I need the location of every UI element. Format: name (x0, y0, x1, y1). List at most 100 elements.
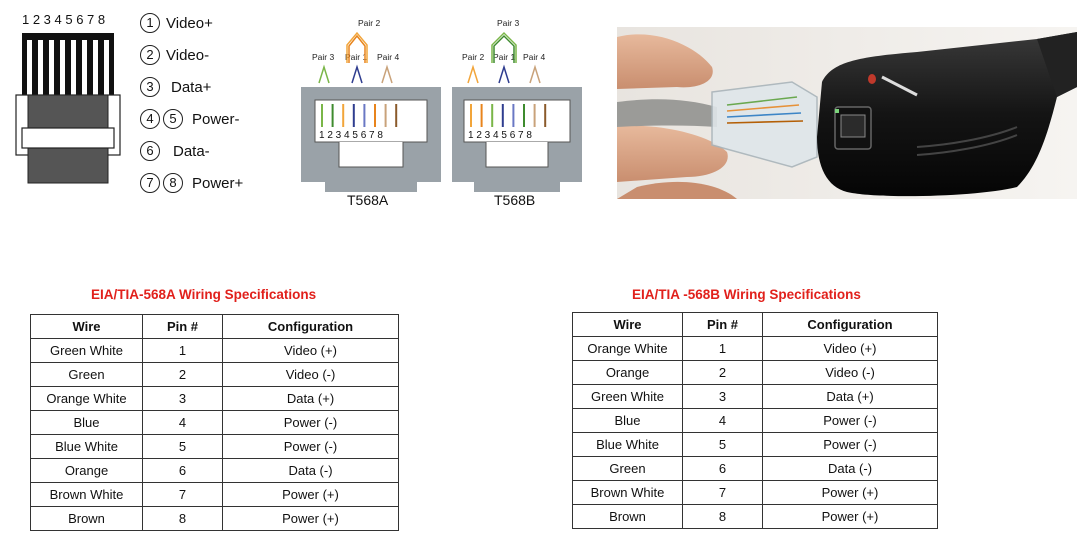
config-cell: Data (+) (222, 386, 399, 411)
pin-circle: 8 (163, 173, 183, 193)
pair-wire (351, 64, 363, 84)
pair-wire (529, 64, 541, 84)
wire-cell: Green White (30, 338, 143, 363)
jack-latch-slot (338, 142, 404, 168)
pair-wire (346, 31, 368, 63)
plug-contact-block (22, 33, 114, 97)
column-header: Wire (572, 312, 683, 337)
legend-label: Video- (166, 46, 210, 64)
pin-cell: 8 (682, 504, 763, 529)
pin-cell: 1 (142, 338, 223, 363)
config-cell: Data (-) (222, 458, 399, 483)
t568a-jack-diagram: Pair 2 Pair 3 Pair 1 Pair 4 1 2 3 4 5 6 … (295, 5, 455, 210)
pin-cell: 1 (682, 336, 763, 361)
column-header: Configuration (762, 312, 938, 337)
legend-row: 4 5 Power- (140, 107, 240, 131)
pin-cell: 3 (682, 384, 763, 409)
wire-cell: Orange White (572, 336, 683, 361)
wire-cell: Green (572, 456, 683, 481)
standard-label: T568A (347, 192, 389, 208)
pin-cell: 2 (682, 360, 763, 385)
wire-cell: Orange (572, 360, 683, 385)
t568b-jack-diagram: Pair 3 Pair 2 Pair 1 Pair 4 1 2 3 4 5 6 … (448, 5, 608, 210)
pair-wire (467, 64, 479, 84)
pin-cell: 7 (142, 482, 223, 507)
wire-cell: Blue (30, 410, 143, 435)
legend-label: Power+ (192, 174, 244, 192)
pair-label: Pair 2 (462, 52, 484, 62)
pin-cell: 3 (142, 386, 223, 411)
legend-label: Power- (192, 110, 240, 128)
jack-wires (470, 104, 547, 127)
pin-circle: 2 (140, 45, 160, 65)
table-a-title: EIA/TIA-568A Wiring Specifications (91, 287, 317, 302)
top-pair-label: Pair 2 (358, 18, 380, 28)
pin-cell: 5 (682, 432, 763, 457)
wire-cell: Orange White (30, 386, 143, 411)
pin-circle: 6 (140, 141, 160, 161)
pair-wire (493, 34, 515, 63)
jack-pin-numbers: 1 2 3 4 5 6 7 8 (468, 130, 532, 141)
pin-circle: 7 (140, 173, 160, 193)
pin-cell: 4 (682, 408, 763, 433)
connector-photo-illustration (617, 27, 1077, 199)
wire-cell: Brown White (30, 482, 143, 507)
pair-wire (498, 64, 510, 84)
pin-cell: 7 (682, 480, 763, 505)
pin-circle: 1 (140, 13, 160, 33)
config-cell: Video (+) (762, 336, 938, 361)
legend-row: 2 Video- (140, 43, 209, 67)
rj45-connector-photo (617, 27, 1077, 199)
plug-latch (21, 127, 115, 149)
legend-row: 6 Data- (140, 139, 210, 163)
wire-cell: Orange (30, 458, 143, 483)
config-cell: Video (-) (762, 360, 938, 385)
column-header: Pin # (142, 314, 223, 339)
config-cell: Data (-) (762, 456, 938, 481)
config-cell: Data (+) (762, 384, 938, 409)
jack-wires (321, 104, 398, 127)
pin-circle: 3 (140, 77, 160, 97)
legend-label: Data+ (171, 78, 212, 96)
pin-cell: 6 (142, 458, 223, 483)
wire-cell: Green White (572, 384, 683, 409)
pin-cell: 6 (682, 456, 763, 481)
pin-cell: 4 (142, 410, 223, 435)
t568b-jack-drawing: Pair 3 Pair 2 Pair 1 Pair 4 1 2 3 4 5 6 … (452, 18, 582, 208)
config-cell: Power (+) (222, 506, 399, 531)
wire-cell: Brown White (572, 480, 683, 505)
legend-row: 1 Video+ (140, 11, 213, 35)
pin-cell: 2 (142, 362, 223, 387)
config-cell: Video (+) (222, 338, 399, 363)
pair-wire (348, 34, 366, 63)
pin-circle: 4 (140, 109, 160, 129)
pair-wire (491, 31, 517, 63)
wire-cell: Brown (30, 506, 143, 531)
wire-cell: Green (30, 362, 143, 387)
config-cell: Power (+) (762, 504, 938, 529)
rj45-plug-drawing (15, 33, 121, 184)
plug-pin-numbers: 1 2 3 4 5 6 7 8 (22, 12, 106, 27)
column-header: Configuration (222, 314, 399, 339)
pair-wire (381, 64, 393, 84)
table-header-row: Wire Pin # Configuration (572, 312, 938, 337)
pin-cell: 5 (142, 434, 223, 459)
legend-row: 7 8 Power+ (140, 171, 243, 195)
top-pair-label: Pair 3 (497, 18, 519, 28)
config-cell: Power (+) (762, 480, 938, 505)
t568a-jack-drawing: Pair 2 Pair 3 Pair 1 Pair 4 1 2 3 4 5 6 … (301, 18, 441, 208)
plug-contacts (27, 40, 109, 95)
